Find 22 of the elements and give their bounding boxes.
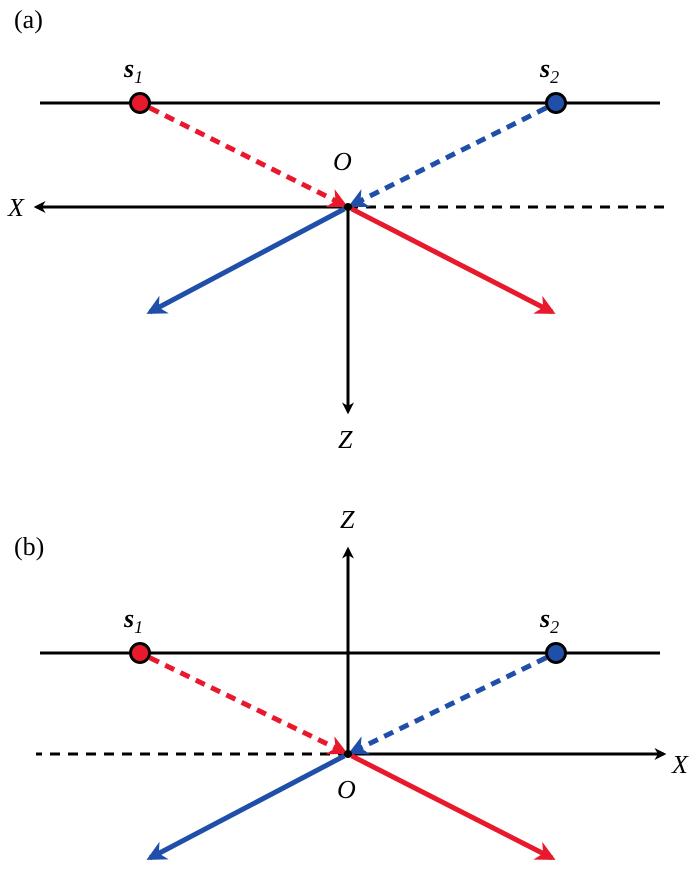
axis-label: Z xyxy=(340,506,354,534)
arrow xyxy=(148,106,348,208)
arrow xyxy=(348,656,548,754)
axis-label: O xyxy=(337,776,356,804)
panel-label: (a) xyxy=(14,6,43,34)
origin-point xyxy=(344,203,352,211)
arrow xyxy=(146,206,346,314)
arrow xyxy=(350,206,556,314)
source-label: s$_{1}$ xyxy=(124,55,144,90)
axis-label: X xyxy=(672,751,688,779)
source-label: s$_{2}$ xyxy=(540,55,560,90)
arrow xyxy=(146,754,346,860)
axis-label: X xyxy=(8,194,24,222)
axis-label: Z xyxy=(338,426,352,454)
arrow xyxy=(350,754,556,860)
source-label: s$_{2}$ xyxy=(540,605,560,640)
axis-label: O xyxy=(333,148,352,176)
arrow xyxy=(348,106,548,208)
arrow xyxy=(148,656,348,754)
source-label: s$_{1}$ xyxy=(124,605,144,640)
panel-label: (b) xyxy=(14,533,44,561)
origin-point xyxy=(344,750,352,758)
